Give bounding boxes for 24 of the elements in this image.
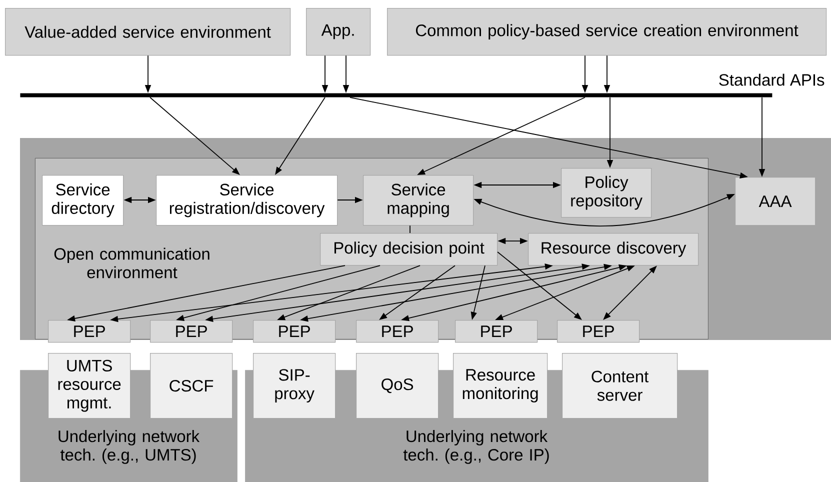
service-box: Service directory: [42, 175, 124, 226]
function-box: Policy repository: [561, 168, 652, 218]
network-element-box: Resource monitoring: [453, 353, 548, 419]
environment-box: App.: [306, 8, 371, 56]
function-box: AAA: [735, 177, 816, 226]
network-element-box: SIP-proxy: [253, 353, 336, 419]
function-box: Service mapping: [363, 175, 474, 226]
environment-box: Value-added service environment: [5, 8, 291, 56]
network-element-box: Content server: [562, 353, 678, 419]
function-box: Resource discovery: [528, 233, 699, 266]
environment-box: Common policy-based service creation environment: [387, 8, 827, 56]
service-box: Service registration/discovery: [156, 175, 338, 226]
network-element-box: CSCF: [150, 353, 233, 419]
node-label: Standard APIs: [719, 74, 824, 86]
pep-box: PEP: [150, 320, 233, 343]
pep-box: PEP: [557, 320, 640, 343]
pep-box: PEP: [356, 320, 439, 343]
pep-box: PEP: [455, 320, 538, 343]
network-element-box: UMTS resource mgmt.: [48, 353, 131, 419]
pep-box: PEP: [253, 320, 336, 343]
pep-box: PEP: [48, 320, 131, 343]
api-bar: Standard APIs: [20, 74, 824, 98]
function-box: Policy decision point: [320, 233, 498, 266]
network-element-box: QoS: [356, 353, 439, 419]
